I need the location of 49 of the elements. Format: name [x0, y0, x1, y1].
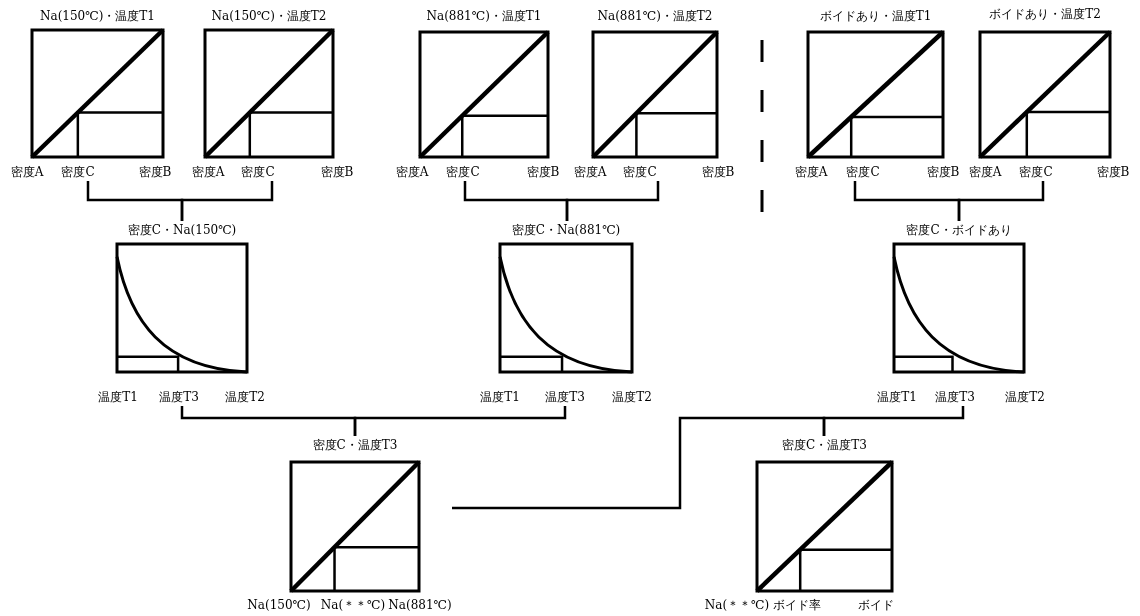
chart-title: 密度C・ボイドあり [906, 223, 1012, 237]
axis-label: 密度A [794, 165, 828, 179]
axis-label: 密度A [191, 165, 225, 179]
axis-label: 密度C [1019, 165, 1053, 179]
axis-label: 密度A [10, 165, 44, 179]
axis-label: Na(150℃) [247, 598, 311, 612]
axis-label: 温度T1 [98, 390, 138, 404]
chart-title: Na(881℃)・温度T1 [426, 9, 542, 23]
axis-label: Na(881℃) [388, 598, 452, 612]
axis-label: 密度A [573, 165, 607, 179]
axis-label: Na(＊＊℃) [320, 598, 386, 612]
axis-label: 密度C [446, 165, 480, 179]
chart-title: ボイドあり・温度T2 [989, 7, 1101, 21]
connector-line [452, 416, 826, 510]
axis-label: 密度B [526, 165, 560, 179]
axis-label: 密度C [61, 165, 95, 179]
axis-label: 密度A [968, 165, 1002, 179]
chart-title: ボイドあり・温度T1 [819, 9, 932, 23]
axis-label: 密度C [623, 165, 657, 179]
axis-label: 密度B [926, 165, 960, 179]
connector-line [353, 406, 567, 436]
axis-label: 密度C [241, 165, 275, 179]
axis-label: 温度T3 [159, 390, 199, 404]
axis-label: 密度B [138, 165, 172, 179]
axis-label: 密度B [320, 165, 354, 179]
axis-label: 温度T1 [877, 390, 917, 404]
chart-title: Na(150℃)・温度T1 [40, 9, 155, 23]
connector-line [565, 181, 660, 221]
chart-title: 密度C・温度T3 [782, 438, 867, 452]
chart-title: 密度C・Na(881℃) [511, 223, 621, 237]
chart-title: 密度C・Na(150℃) [127, 223, 237, 237]
axis-label: 温度T2 [612, 390, 652, 404]
chart-title: Na(881℃)・温度T2 [597, 9, 713, 23]
connector-line [180, 181, 274, 221]
axis-label: 温度T1 [480, 390, 520, 404]
axis-label: Na(＊＊℃) [704, 598, 770, 612]
axis-label: ボイド [858, 598, 894, 612]
axis-label: 温度T3 [935, 390, 975, 404]
axis-label: 温度T2 [225, 390, 265, 404]
axis-label: 密度A [395, 165, 429, 179]
axis-label: 密度B [1096, 165, 1130, 179]
axis-label: 密度B [701, 165, 735, 179]
axis-label: 温度T2 [1005, 390, 1045, 404]
axis-label: 温度T3 [545, 390, 585, 404]
chart-title: Na(150℃)・温度T2 [211, 9, 327, 23]
axis-label: 密度C [846, 165, 880, 179]
connector-line [957, 181, 1045, 221]
axis-label: ボイド率 [773, 598, 821, 612]
chart-title: 密度C・温度T3 [312, 438, 398, 452]
